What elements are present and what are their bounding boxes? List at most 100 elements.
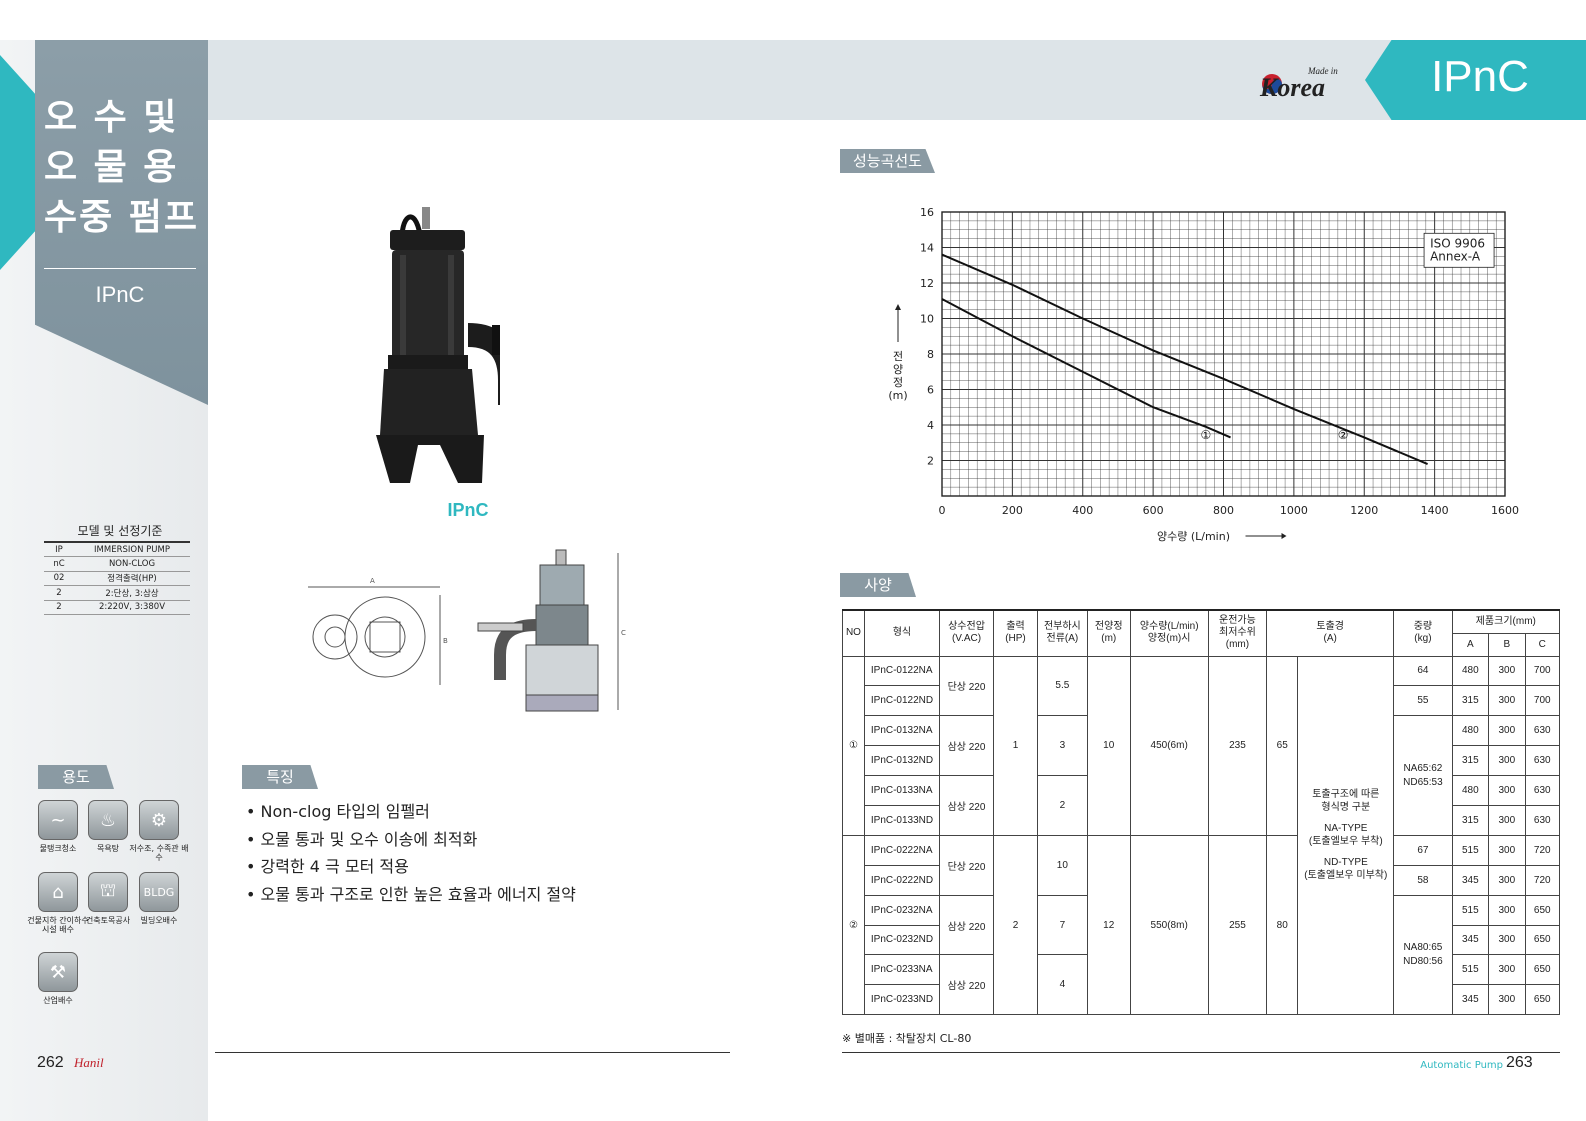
spec-weight: NA65:62 ND65:53 (1393, 715, 1453, 836)
spec-size-a: 480 (1451, 715, 1490, 747)
outlet-note-line: 토출구조에 따른 (1312, 789, 1380, 801)
spec-size-a: 515 (1451, 894, 1490, 926)
spec-size-b: 300 (1488, 924, 1526, 956)
col-no: NO (842, 609, 865, 657)
spec-output: 1 (993, 655, 1038, 836)
spec-size-a: 315 (1451, 745, 1490, 777)
spec-size-a: 345 (1451, 924, 1490, 956)
spec-size-b: 300 (1488, 745, 1526, 777)
col-size: 제품크기(mm) (1451, 609, 1561, 634)
pump-top-cap (390, 230, 465, 250)
sidebar-title-line-2: 오 물 용 (44, 147, 179, 188)
spec-size-b: 300 (1488, 685, 1526, 717)
spec-size-a: 515 (1451, 834, 1490, 866)
footer-category: Automatic Pump (1420, 1060, 1503, 1071)
x-tick-label: 600 (1143, 504, 1164, 517)
plan-motor-circle (364, 616, 406, 658)
product-name-caption: IPnC (447, 500, 489, 520)
top-band (208, 40, 1586, 120)
water-tank-clean-icon: ~ (38, 800, 78, 840)
y-tick-label: 14 (920, 242, 934, 255)
y-tick-label: 4 (927, 419, 934, 432)
spec-outlet-size: 80 (1266, 834, 1299, 1016)
basement-icon: ⌂ (38, 872, 78, 912)
spec-model: IPnC-0133ND (863, 804, 940, 836)
spec-size-a: 345 (1451, 864, 1490, 896)
usage-icon-label: 목욕탕 (96, 844, 120, 853)
outlet-note-line: ND-TYPE (1323, 857, 1368, 869)
usage-icon-label: 건물지하 간이하수시설 배수 (27, 916, 89, 934)
pump-motor-body (392, 250, 464, 360)
factory-icon: ⚒ (38, 952, 78, 992)
spec-size-b: 300 (1488, 894, 1526, 926)
right-bottom-rule (842, 1052, 1560, 1053)
sidebar-top-strip (0, 0, 208, 40)
model-badge-text: IPnC (1431, 52, 1529, 101)
spec-phase: 단상 220 (938, 834, 995, 896)
spec-head: 12 (1086, 834, 1131, 1016)
feature-item: • 오물 통과 구조로 인한 높은 효율과 에너지 절약 (246, 884, 576, 904)
outlet-note-line: (토출엘보우 미부착) (1304, 870, 1388, 882)
plan-center (369, 621, 401, 653)
sidebar-model-name: IPnC (95, 282, 145, 307)
pump-rib (400, 255, 406, 355)
pump-volute (380, 369, 478, 435)
col-flow: 양수량(L/min) 양정(m)시 (1129, 609, 1209, 657)
col-model: 형식 (863, 609, 940, 657)
y-tick-label: 10 (920, 313, 934, 326)
spec-footnote: ※ 별매품 : 착탈장치 CL-80 (842, 1032, 972, 1045)
made-in-korea-logo: Made in Korea (1259, 66, 1338, 102)
outlet-note-line: (토출엘보우 부착) (1308, 836, 1383, 848)
col-size-a: A (1451, 632, 1490, 657)
spec-head: 10 (1086, 655, 1131, 836)
spec-model: IPnC-0122NA (863, 655, 940, 687)
y-axis-label-char: 양 (893, 363, 903, 376)
spec-weight: 67 (1393, 834, 1453, 866)
brand-logo-left: Hanil (74, 1055, 104, 1070)
spec-size-c: 630 (1524, 715, 1561, 747)
model-index-meaning: 정격출력(HP) (74, 570, 190, 586)
side-body (535, 604, 589, 646)
performance-tab: 성능곡선도 (840, 149, 935, 173)
outlet-note-line: NA-TYPE (1324, 823, 1368, 835)
x-tick-label: 1400 (1421, 504, 1449, 517)
model-index-code: nC (44, 556, 74, 572)
sidebar-title-line-3: 수중 펌프 (44, 197, 200, 238)
spec-weight: 55 (1393, 685, 1453, 717)
spec-size-c: 630 (1524, 775, 1561, 806)
model-index-meaning: 2:단상, 3:삼상 (74, 585, 190, 601)
spec-size-a: 315 (1451, 685, 1490, 717)
spec-size-c: 700 (1524, 655, 1561, 687)
model-index-code: 2 (44, 599, 74, 615)
col-weight: 중량 (kg) (1393, 609, 1453, 657)
spec-weight: NA80:65 ND80:56 (1393, 894, 1453, 1016)
spec-flow: 550(8m) (1129, 834, 1209, 1016)
specs-tab: 사양 (840, 573, 916, 597)
spec-size-c: 650 (1524, 894, 1561, 926)
spec-flow: 450(6m) (1129, 655, 1209, 836)
y-tick-label: 16 (920, 206, 934, 219)
pump-handle (422, 207, 430, 229)
sidebar-teal-accent (0, 55, 35, 270)
spec-model: IPnC-0233NA (863, 954, 940, 986)
pump-outlet-elbow (467, 323, 500, 405)
usage-tab: 용도 (38, 765, 114, 789)
usage-icon-label: 산업배수 (43, 996, 73, 1005)
dimension-drawing: A B C (308, 549, 626, 712)
x-tick-label: 400 (1072, 504, 1093, 517)
usage-icon-label: 건축토목공사 (85, 916, 131, 925)
side-elbow (494, 619, 537, 680)
spec-size-c: 630 (1524, 804, 1561, 836)
series-line (941, 253, 1428, 465)
spec-level: 255 (1207, 834, 1268, 1016)
bath-icon: ♨ (88, 800, 128, 840)
feature-item: • Non-clog 타입의 임펠러 (246, 802, 430, 821)
col-current: 전부하시 전류(A) (1036, 609, 1088, 657)
korea-logo-blue (1262, 79, 1282, 94)
